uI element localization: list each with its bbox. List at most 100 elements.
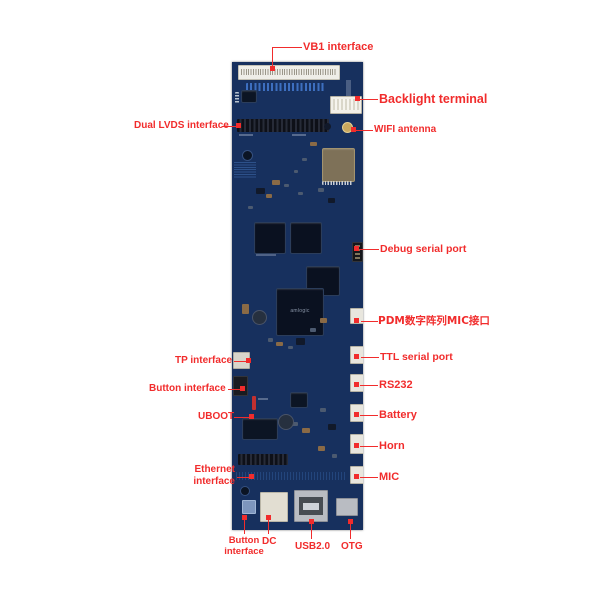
- soc-amlogic-chip: amlogic: [276, 288, 324, 336]
- usb2-type-a-port: [294, 490, 328, 522]
- annotation-button-interface-side: Button interface: [149, 383, 226, 394]
- silk-ddr-marking: [256, 254, 276, 256]
- debug-serial-pins: [355, 245, 360, 259]
- smd-b1: [242, 304, 249, 314]
- smd-a4: [272, 180, 280, 185]
- ddr-chip-left: [254, 222, 286, 254]
- smd-a5: [284, 184, 289, 187]
- annotation-horn: Horn: [379, 440, 405, 452]
- smd-b2: [268, 338, 273, 342]
- annotation-mic: MIC: [379, 471, 400, 483]
- leader-horn: [360, 446, 378, 447]
- ethernet-pin-header: [238, 454, 288, 465]
- smd-a11: [248, 206, 253, 209]
- leader-mic: [360, 477, 378, 478]
- smd-a9: [318, 188, 324, 192]
- ic-top-left: [241, 90, 257, 103]
- leader-backlight: [360, 99, 378, 100]
- marker-horn: [354, 443, 359, 448]
- pdm-mic-connector: [350, 308, 363, 324]
- marker-otg: [348, 519, 353, 524]
- uboot-jumper-pads: [252, 396, 256, 410]
- smd-c6: [318, 446, 325, 451]
- wifi-module-pads: [322, 181, 353, 185]
- mount-hole-lower-left: [240, 486, 250, 496]
- leader-pdm-mic: [361, 321, 378, 322]
- leader-otg: [350, 523, 351, 539]
- smd-c7: [332, 454, 337, 458]
- annotation-battery: Battery: [379, 409, 417, 421]
- marker-debug-serial: [354, 246, 359, 251]
- smd-a8: [298, 192, 303, 195]
- silk-lvds-label2: [292, 134, 306, 136]
- annotation-tp-interface: TP interface: [175, 355, 233, 366]
- annotation-backlight-terminal: Backlight terminal: [379, 92, 488, 106]
- marker-dual-lvds: [236, 123, 241, 128]
- mount-hole-upper-left: [242, 150, 253, 161]
- leader-wifi: [356, 130, 373, 131]
- marker-mic: [354, 474, 359, 479]
- pcb-board: amlogic: [232, 62, 363, 530]
- marker-dc: [266, 515, 271, 520]
- soc-vendor-text: amlogic: [290, 308, 310, 315]
- leader-debug-serial: [360, 249, 379, 250]
- marker-wifi: [351, 127, 356, 132]
- smd-c5: [328, 424, 336, 430]
- smd-a7: [266, 194, 272, 198]
- annotation-button-bottom-line2: interface: [224, 545, 264, 557]
- button-tact-switch: [242, 500, 256, 514]
- annotation-rs232: RS232: [379, 379, 413, 391]
- marker-ttl-serial: [354, 354, 359, 359]
- marker-uboot: [249, 414, 254, 419]
- leader-vb1-horizontal: [272, 47, 302, 48]
- smd-a3: [294, 170, 298, 173]
- smd-a2: [302, 158, 307, 161]
- wifi-module: [322, 148, 355, 182]
- smd-a1: [310, 142, 317, 146]
- annotation-pdm-mic-interface: PDM数字阵列MIC接口: [378, 315, 490, 327]
- leader-dc: [268, 519, 269, 534]
- trace-bundle-left: [234, 162, 256, 178]
- ethernet-phy-chip: [242, 418, 278, 440]
- dc-power-jack: [260, 492, 288, 522]
- ddr-chip-right: [290, 222, 322, 254]
- vb1-contacts: [241, 69, 337, 75]
- annotation-vb1-interface: VB1 interface: [303, 41, 374, 53]
- leader-ttl-serial: [361, 357, 379, 358]
- smd-near-antenna: [324, 123, 331, 130]
- leader-battery: [360, 415, 378, 416]
- debug-serial-connector: [352, 242, 363, 262]
- smd-c1: [292, 422, 298, 426]
- pcb-surface: amlogic: [232, 62, 363, 530]
- annotation-ttl-serial-port: TTL serial port: [380, 351, 453, 363]
- otg-micro-usb-port: [336, 498, 358, 516]
- silk-uboot-text: [258, 398, 268, 400]
- annotation-usb2: USB2.0: [295, 541, 331, 552]
- smd-c2: [302, 428, 310, 433]
- dual-lvds-header: [237, 119, 329, 132]
- annotation-button-bottom-line1: Button: [228, 535, 260, 546]
- smd-c4: [320, 408, 326, 412]
- marker-pdm-mic: [354, 318, 359, 323]
- annotation-button-interface-bottom: Button interface: [224, 535, 264, 558]
- annotation-ethernet-line2: interface: [193, 475, 235, 487]
- marker-vb1: [270, 66, 275, 71]
- electrolytic-cap: [278, 414, 294, 430]
- annotation-debug-serial-port: Debug serial port: [380, 243, 467, 255]
- smd-c3-ic: [290, 392, 308, 408]
- marker-ethernet: [249, 474, 254, 479]
- annotation-dual-lvds-interface: Dual LVDS interface: [134, 120, 229, 131]
- marker-battery: [354, 412, 359, 417]
- leader-dual-lvds: [222, 126, 237, 127]
- backlight-pins: [333, 99, 359, 110]
- marker-rs232: [354, 382, 359, 387]
- annotation-ethernet-interface: Ethernet interface: [180, 464, 235, 487]
- smd-b6: [310, 328, 316, 332]
- leader-rs232: [360, 385, 378, 386]
- smd-a10: [328, 198, 335, 203]
- backlight-connector: [330, 96, 362, 114]
- leader-vb1-vertical: [272, 47, 273, 69]
- smd-b4: [288, 346, 293, 349]
- marker-button-side: [240, 386, 245, 391]
- marker-button-bottom: [242, 515, 247, 520]
